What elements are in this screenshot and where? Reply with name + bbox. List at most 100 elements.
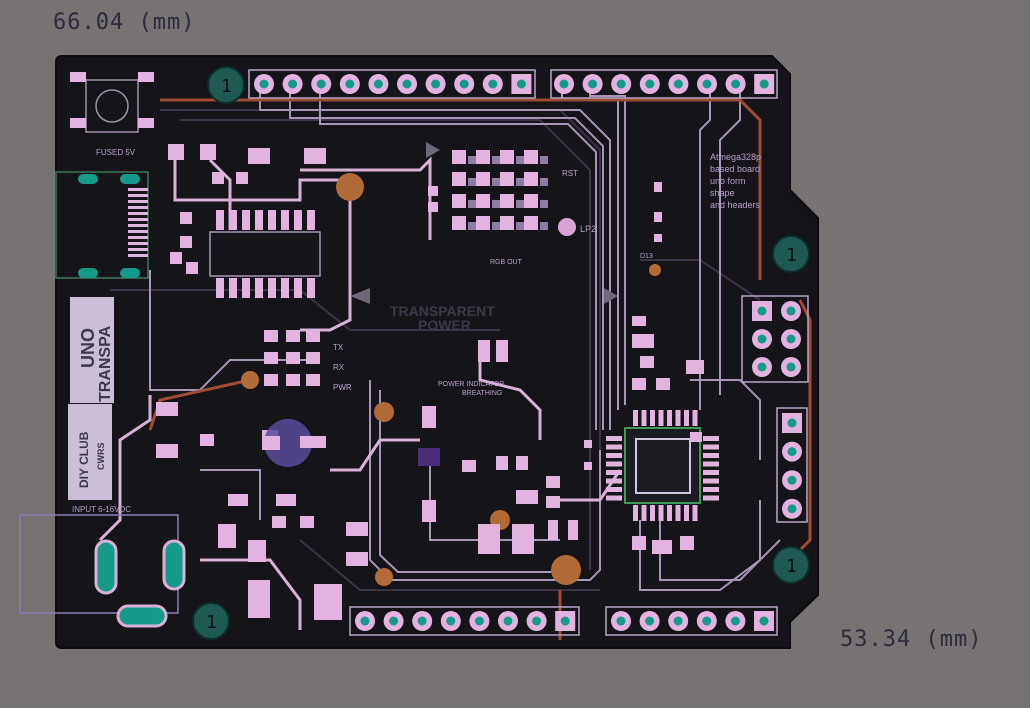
header-pin[interactable]	[511, 74, 532, 94]
mounting-hole-right-upper[interactable]: 1	[772, 235, 810, 273]
header-pin[interactable]	[782, 498, 802, 519]
header-pin[interactable]	[697, 74, 717, 94]
header-pin[interactable]	[454, 74, 475, 94]
d13-label: D13	[640, 253, 653, 260]
chip-pin-pad	[242, 278, 250, 298]
array-pad	[428, 186, 438, 196]
header-pin[interactable]	[725, 74, 746, 94]
usb-pin-pad	[128, 200, 148, 203]
diy-line1: DIY CLUB	[77, 431, 91, 488]
header-pin[interactable]	[611, 74, 632, 94]
header-pin[interactable]	[696, 611, 717, 631]
array-pad	[516, 156, 524, 164]
usb-uart-chip[interactable]	[209, 210, 321, 298]
uno-logo: UNO TRANSPA	[70, 297, 114, 403]
header-pin[interactable]	[639, 74, 660, 94]
header-pin[interactable]	[368, 74, 389, 94]
mcu-pin-pad	[606, 470, 622, 475]
header-pin[interactable]	[412, 611, 433, 631]
mounting-hole-top-left[interactable]: 1	[207, 66, 245, 104]
usb-connector[interactable]	[55, 171, 149, 279]
rst-label: RST	[562, 169, 578, 178]
usb-pin-pad	[128, 236, 148, 239]
fused-label: FUSED 5V	[96, 148, 136, 157]
usb-pin-pad	[128, 230, 148, 233]
header-pin[interactable]	[782, 470, 802, 491]
header-pin[interactable]	[782, 441, 802, 462]
mcu-pin-pad	[703, 470, 719, 475]
header-pins[interactable]	[254, 74, 802, 631]
array-pad	[524, 194, 538, 208]
mcu-pin-pad	[606, 453, 622, 458]
header-pin[interactable]	[782, 413, 802, 433]
atmega328p-chip[interactable]	[606, 410, 719, 521]
mcu-pin-pad	[641, 410, 647, 426]
icsp-pin[interactable]	[752, 357, 772, 377]
header-pin[interactable]	[725, 611, 746, 631]
header-pin[interactable]	[668, 74, 689, 94]
mounting-hole-label: 1	[786, 245, 797, 266]
mcu-pin-pad	[703, 461, 719, 467]
mcu-pin-pad	[633, 505, 638, 521]
pwr-label: PWR	[333, 383, 352, 392]
icsp-pin[interactable]	[752, 301, 772, 321]
header-pin[interactable]	[526, 611, 547, 631]
mounting-hole-bottom-left[interactable]: 1	[192, 602, 230, 640]
header-pin[interactable]	[639, 611, 660, 631]
icsp-pin[interactable]	[752, 329, 772, 349]
header-pin[interactable]	[425, 74, 446, 94]
array-pad	[452, 216, 466, 230]
led-resistor-array[interactable]	[428, 150, 548, 230]
test-point[interactable]	[558, 218, 576, 236]
reset-button[interactable]	[70, 72, 154, 133]
mcu-pin-pad	[684, 505, 689, 521]
mcu-pin-pad	[675, 410, 681, 426]
chip-pin-pad	[216, 210, 224, 230]
usb-pin-pad	[128, 242, 148, 245]
header-pin[interactable]	[440, 611, 461, 631]
header-pin[interactable]	[611, 611, 631, 631]
dc-barrel-jack[interactable]	[19, 514, 186, 628]
rx-label: RX	[333, 363, 345, 372]
header-pin[interactable]	[339, 74, 360, 94]
width-dimension-label: 66.04 (mm)	[53, 10, 196, 35]
header-pin[interactable]	[754, 74, 775, 94]
array-pad	[516, 222, 524, 230]
header-pin[interactable]	[311, 74, 332, 94]
header-pin[interactable]	[383, 611, 404, 631]
usb-pin-pad	[128, 206, 148, 209]
height-dimension-label: 53.34 (mm)	[840, 627, 983, 652]
usb-pin-pad	[128, 212, 148, 215]
chip-pin-pad	[229, 278, 237, 298]
header-pin[interactable]	[355, 611, 375, 631]
usb-pin-pad	[128, 194, 148, 197]
header-pin[interactable]	[254, 74, 274, 94]
header-pin[interactable]	[555, 611, 576, 631]
header-pin[interactable]	[469, 611, 490, 631]
mcu-pin-pad	[606, 487, 622, 492]
chip-pin-pad	[307, 210, 315, 230]
mounting-hole-right-lower[interactable]: 1	[772, 546, 810, 584]
header-pin[interactable]	[668, 611, 689, 631]
header-pin[interactable]	[582, 74, 603, 94]
header-pin[interactable]	[498, 611, 518, 631]
header-pin[interactable]	[282, 74, 303, 94]
direction-arrows	[350, 142, 618, 304]
usb-pin-pad	[128, 218, 148, 221]
array-pad	[452, 194, 466, 208]
voltage-regulator[interactable]	[262, 419, 324, 467]
header-pin[interactable]	[754, 611, 774, 631]
mcu-pin-pad	[684, 410, 689, 426]
icsp-pin[interactable]	[781, 329, 801, 349]
board-desc-3: uno form	[710, 176, 746, 186]
header-pin[interactable]	[554, 74, 574, 94]
icsp-pin[interactable]	[781, 301, 801, 321]
icsp-pin[interactable]	[781, 357, 801, 377]
header-pin[interactable]	[397, 74, 417, 94]
chip-pin-pad	[281, 278, 289, 298]
mcu-pin-pad	[692, 505, 698, 521]
header-pin[interactable]	[482, 74, 503, 94]
lp2-label: LP2	[580, 224, 596, 234]
mounting-hole-label: 1	[206, 612, 217, 633]
